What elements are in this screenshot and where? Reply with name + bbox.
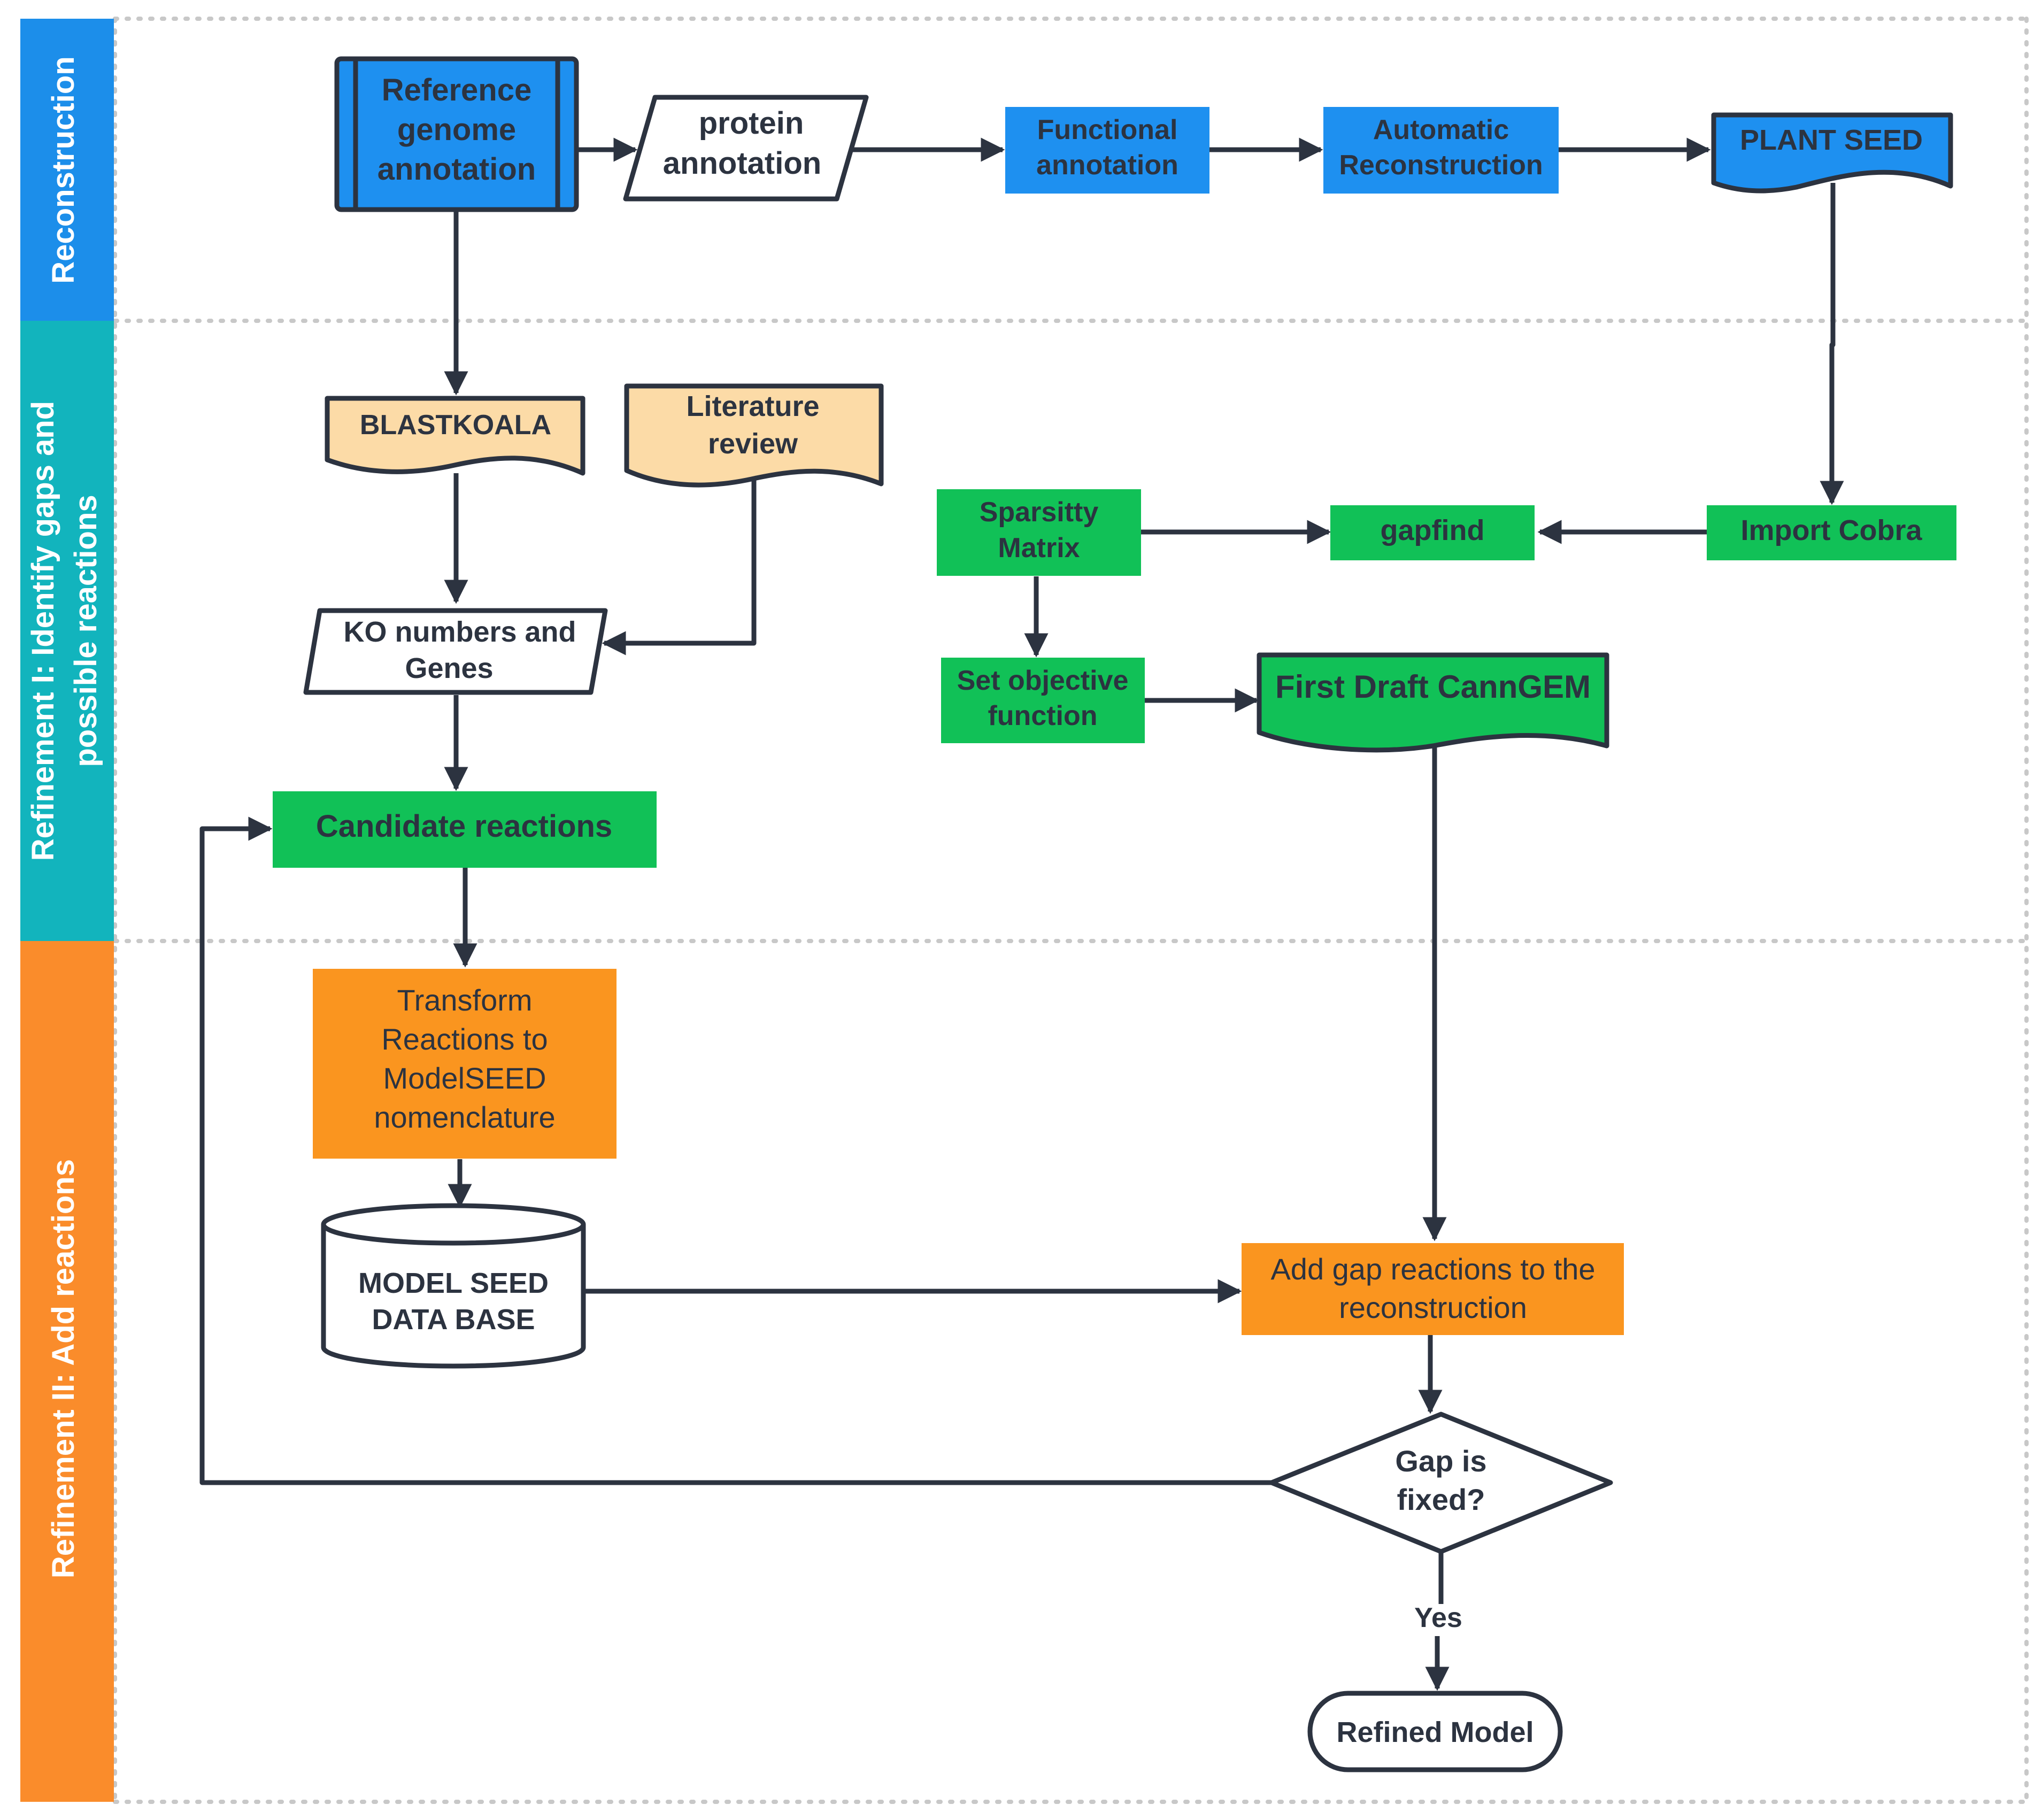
transform-reactions-line2: Reactions to (381, 1022, 548, 1056)
lane-headers: Reconstruction Refinement I: Identify ga… (20, 19, 114, 1802)
ko-numbers-line2: Genes (405, 652, 493, 684)
transform-reactions-box (313, 969, 617, 1159)
gapfind-label: gapfind (1381, 514, 1485, 546)
lane-label-refinement-1-line1: Refinement I: Identify gaps and (26, 401, 60, 861)
gap-is-fixed-line2: fixed? (1397, 1483, 1485, 1516)
edge-literature-to-ko (602, 479, 757, 655)
literature-review-document-shape (624, 383, 884, 488)
node-literature-review: Literature review (624, 383, 884, 488)
node-reference-genome-annotation: Reference genome annotation (334, 56, 579, 212)
transform-reactions-line1: Transform (397, 983, 532, 1017)
ko-numbers-shape (303, 608, 608, 695)
node-candidate-reactions: Candidate reactions (273, 791, 657, 868)
node-plant-seed: PLANT SEED (1711, 112, 1953, 194)
lane-header-refinement-1 (20, 321, 114, 941)
blastkoala-label: BLASTKOALA (360, 410, 551, 441)
sparsity-matrix-box (937, 489, 1141, 576)
node-set-objective: Set objective function (941, 658, 1145, 743)
add-gap-reactions-line2: reconstruction (1339, 1291, 1527, 1324)
model-seed-database-top (321, 1203, 586, 1246)
node-automatic-reconstruction: Automatic Reconstruction (1323, 107, 1559, 194)
node-blastkoala: BLASTKOALA (325, 396, 585, 476)
transform-reactions-line3: ModelSEED (383, 1061, 546, 1095)
node-import-cobra: Import Cobra (1707, 505, 1956, 560)
ko-numbers-line1: KO numbers and (343, 616, 576, 648)
node-transform-reactions: Transform Reactions to ModelSEED nomencl… (313, 969, 617, 1159)
reference-genome-box (334, 56, 579, 212)
literature-review-line2: review (708, 428, 798, 460)
model-seed-database-line1: MODEL SEED (358, 1267, 549, 1299)
first-draft-label: First Draft CannGEM (1275, 669, 1591, 705)
add-gap-reactions-box (1242, 1243, 1624, 1335)
protein-annotation-line1: protein (699, 106, 804, 141)
functional-annotation-box (1005, 107, 1209, 194)
sparsity-matrix-line2: Matrix (998, 533, 1080, 564)
plant-seed-label: PLANT SEED (1740, 124, 1923, 156)
set-objective-line2: function (988, 700, 1097, 731)
reference-genome-line2: genome (397, 112, 516, 147)
blastkoala-document-shape (325, 396, 585, 476)
node-model-seed-database: MODEL SEED DATA BASE (321, 1203, 586, 1369)
add-gap-reactions-line1: Add gap reactions to the (1270, 1252, 1595, 1286)
gap-is-fixed-line1: Gap is (1395, 1444, 1486, 1478)
node-sparsity-matrix: Sparsitty Matrix (937, 489, 1141, 576)
candidate-reactions-label: Candidate reactions (316, 809, 612, 844)
lane-header-refinement-2 (20, 941, 114, 1802)
functional-annotation-line2: annotation (1036, 150, 1178, 181)
node-functional-annotation: Functional annotation (1005, 107, 1209, 194)
lane-label-refinement-1-line2: possible reactions (68, 495, 103, 767)
import-cobra-box (1707, 505, 1956, 560)
candidate-reactions-box (273, 791, 657, 868)
lane-header-reconstruction (20, 19, 114, 321)
node-protein-annotation: protein annotation (623, 95, 869, 202)
node-first-draft: First Draft CannGEM (1257, 652, 1609, 753)
model-seed-database-line2: DATA BASE (372, 1304, 535, 1336)
reference-genome-line3: annotation (377, 152, 536, 187)
literature-review-line1: Literature (686, 390, 819, 422)
lane-label-reconstruction: Reconstruction (46, 56, 81, 283)
functional-annotation-line1: Functional (1037, 114, 1178, 145)
automatic-reconstruction-line1: Automatic (1373, 114, 1509, 145)
node-gap-is-fixed-decision: Gap is fixed? (1269, 1412, 1613, 1554)
node-add-gap-reactions: Add gap reactions to the reconstruction (1242, 1243, 1624, 1335)
import-cobra-label: Import Cobra (1740, 514, 1922, 546)
first-draft-document-shape (1257, 652, 1609, 753)
edge-plantseed-to-importcobra (1820, 183, 1844, 505)
automatic-reconstruction-line2: Reconstruction (1339, 150, 1543, 181)
refined-model-label: Refined Model (1336, 1716, 1534, 1748)
protein-annotation-shape (623, 95, 869, 202)
reference-genome-line1: Reference (382, 73, 531, 107)
transform-reactions-line4: nomenclature (374, 1100, 555, 1134)
swimlane-frame (113, 17, 2029, 1804)
node-ko-numbers: KO numbers and Genes (303, 608, 608, 695)
set-objective-line1: Set objective (957, 665, 1129, 696)
protein-annotation-line2: annotation (663, 146, 821, 181)
plant-seed-document-shape (1711, 112, 1953, 194)
set-objective-box (941, 658, 1145, 743)
connectors (199, 137, 1844, 1691)
gap-is-fixed-diamond (1269, 1412, 1613, 1554)
model-seed-database-body (321, 1224, 586, 1369)
node-refined-model: Refined Model (1307, 1691, 1563, 1772)
lane-label-refinement-2: Refinement II: Add reactions (46, 1159, 81, 1578)
automatic-reconstruction-box (1323, 107, 1559, 194)
sparsity-matrix-line1: Sparsitty (980, 497, 1099, 528)
gapfind-box (1330, 505, 1535, 560)
node-gapfind: gapfind (1330, 505, 1535, 560)
edge-label-yes: Yes (1414, 1602, 1462, 1633)
refined-model-terminator (1307, 1691, 1563, 1772)
edge-decision-loop-to-candidate (199, 816, 1275, 1485)
